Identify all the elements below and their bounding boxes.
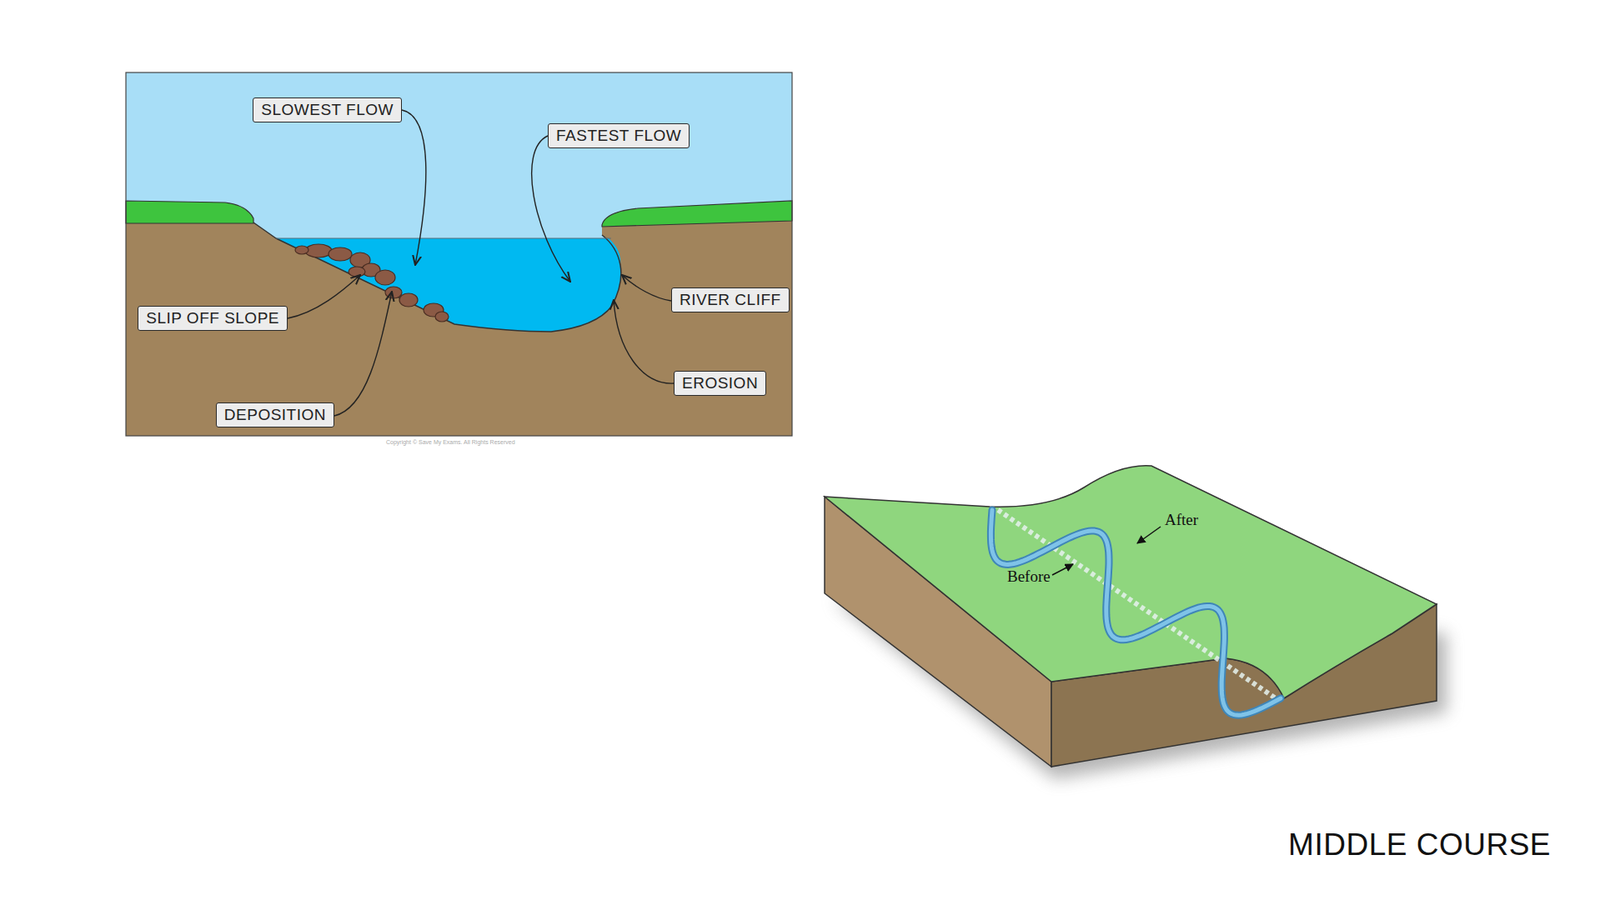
callout-tag: EROSION [673,371,767,397]
callout-text: SLIP OFF SLOPE [145,309,280,327]
callout-tag: DEPOSITION [215,402,335,428]
callout-tag: SLIP OFF SLOPE [137,305,288,332]
callout-text: EROSION [682,374,758,392]
callout-text: DEPOSITION [224,406,327,424]
callout-text: FASTEST FLOW [556,126,682,145]
arrow-label: Before [1007,567,1051,587]
cross-section [125,72,793,437]
callout-text: RIVER CLIFF [679,290,782,309]
block-diagram [824,466,1447,780]
callout-tag: FASTEST FLOW [547,123,690,149]
caption: MIDDLE COURSE [1288,827,1551,863]
callout-tag: RIVER CLIFF [671,287,790,313]
arrow-label: After [1164,511,1199,530]
callout-text: SLOWEST FLOW [260,100,394,119]
watermark: Copyright © Save My Exams. All Rights Re… [386,439,516,446]
callout-tag: SLOWEST FLOW [252,97,402,123]
